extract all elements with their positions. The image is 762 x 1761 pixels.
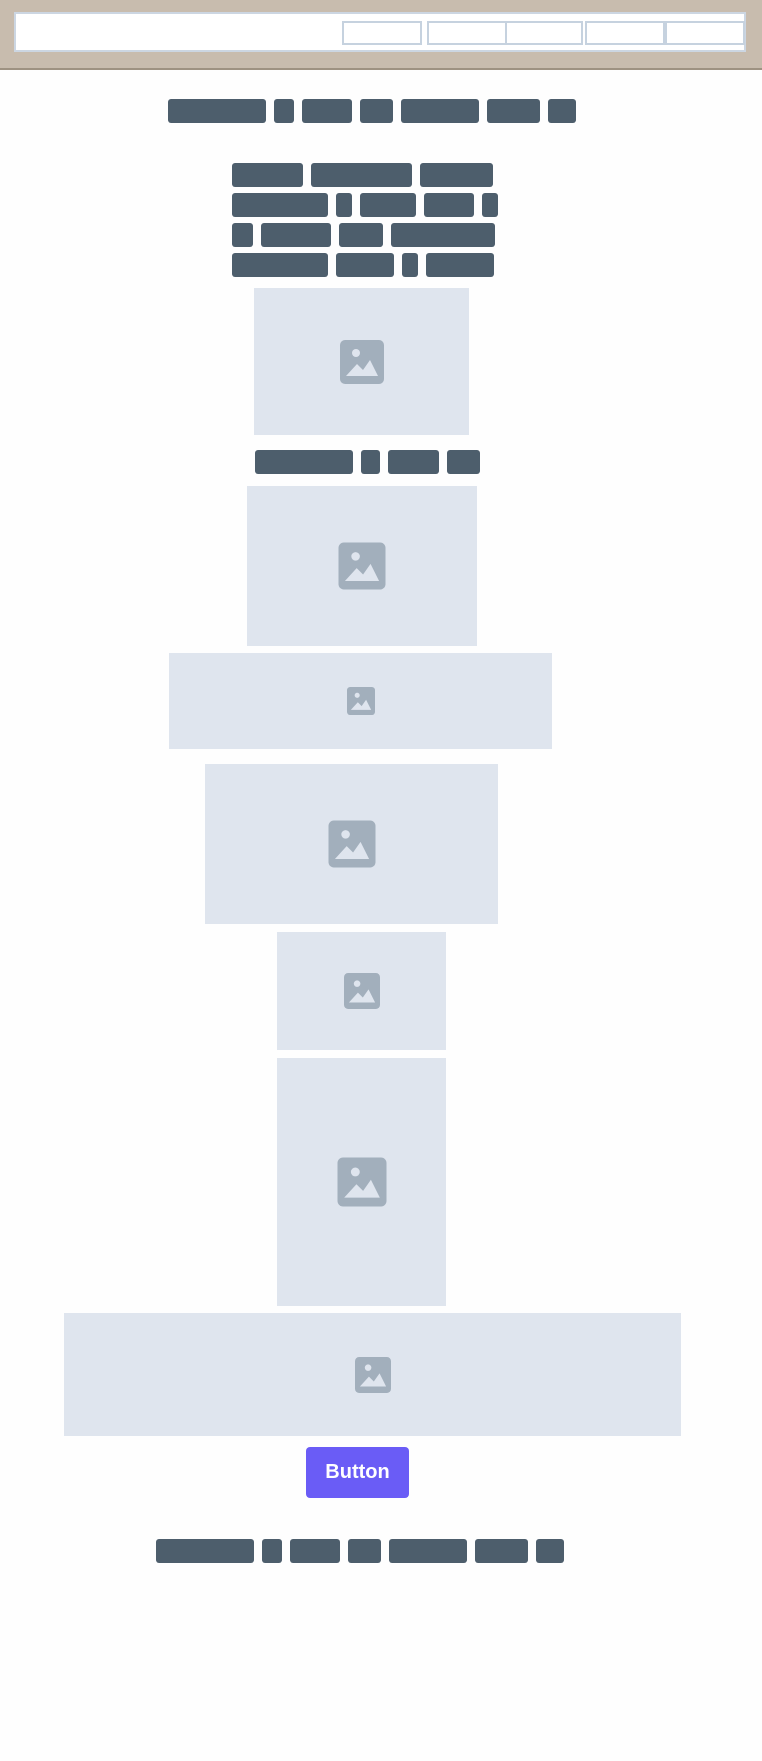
image-placeholder-icon [337,1157,386,1207]
text-redaction [401,99,479,123]
text-redaction [348,1539,381,1563]
nav-item-4[interactable] [585,21,665,45]
image-placeholder [277,932,446,1050]
nav-item-5[interactable] [665,21,745,45]
text-redaction [262,1539,282,1563]
text-redaction [482,193,498,217]
text-redaction [274,99,294,123]
text-redaction [339,223,383,247]
text-redaction [232,163,303,187]
text-redaction [290,1539,340,1563]
text-redaction [232,193,328,217]
text-redaction [311,163,412,187]
text-redaction [232,253,328,277]
text-redaction [389,1539,467,1563]
text-redaction [487,99,540,123]
text-redaction [391,223,495,247]
text-redaction [402,253,418,277]
image-placeholder-icon [354,1356,391,1393]
text-redaction [536,1539,564,1563]
text-redaction [360,193,416,217]
text-redaction [156,1539,254,1563]
image-placeholder [205,764,498,924]
image-placeholder [247,486,477,646]
text-redaction [548,99,576,123]
nav-item-3[interactable] [505,21,583,45]
text-redaction [426,253,494,277]
text-redaction [232,223,253,247]
text-redaction [261,223,331,247]
text-redaction [361,450,380,474]
text-redaction [360,99,393,123]
text-redaction [336,193,352,217]
text-redaction [168,99,266,123]
text-redaction [475,1539,528,1563]
nav-item-2[interactable] [427,21,507,45]
image-placeholder-icon [339,339,384,384]
primary-button[interactable]: Button [306,1447,409,1498]
image-placeholder [169,653,552,749]
image-placeholder [277,1058,446,1306]
image-placeholder [254,288,469,435]
text-redaction [302,99,352,123]
image-placeholder-icon [343,973,380,1009]
text-redaction [388,450,439,474]
text-redaction [424,193,474,217]
image-placeholder-icon [338,542,386,590]
image-placeholder-icon [328,820,375,868]
text-redaction [255,450,353,474]
text-redaction [447,450,480,474]
text-redaction [420,163,493,187]
nav-item-1[interactable] [342,21,422,45]
image-placeholder [64,1313,681,1436]
text-redaction [336,253,394,277]
image-placeholder-icon [346,687,375,715]
